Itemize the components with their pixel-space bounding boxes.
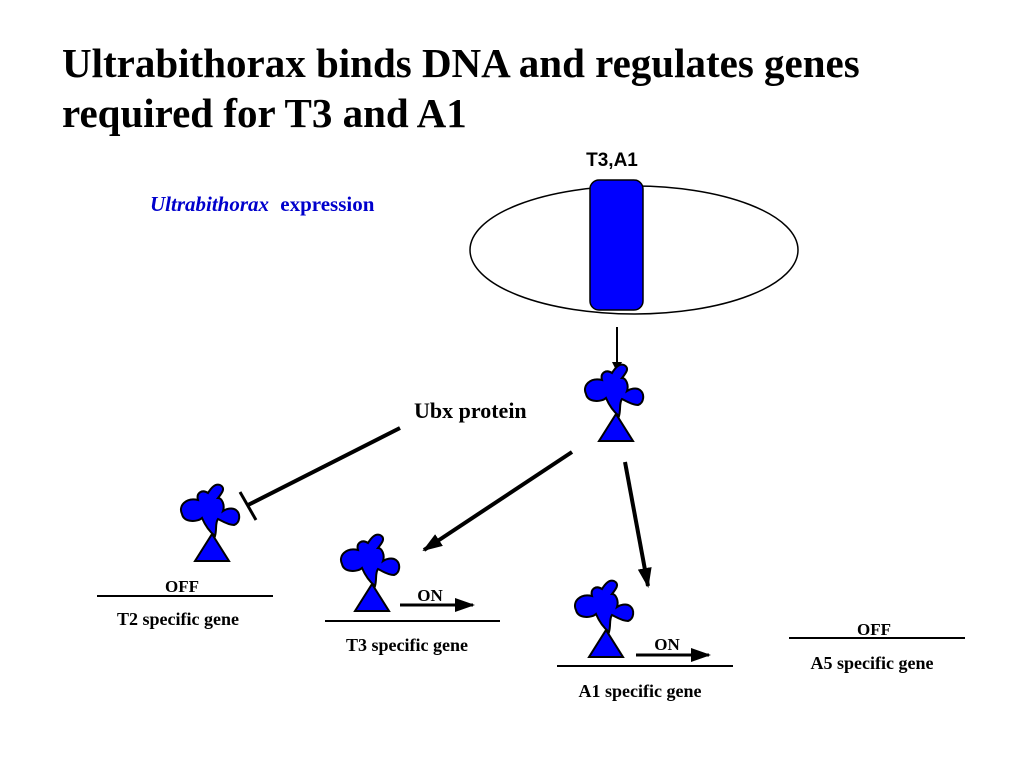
ubx-protein-t3 <box>339 533 401 612</box>
title-line-2: required for T3 and A1 <box>62 90 467 136</box>
gene-t3: ON T3 specific gene <box>325 533 500 655</box>
t2-gene-name: T2 specific gene <box>117 609 239 629</box>
t2-state: OFF <box>165 577 199 596</box>
t3-gene-name: T3 specific gene <box>346 635 468 655</box>
ubx-expression-stripe <box>589 179 644 311</box>
t3-state: ON <box>417 586 443 605</box>
ubx-protein-main <box>583 363 645 442</box>
activation-arrow-a1 <box>623 461 652 588</box>
gene-t2: OFF T2 specific gene <box>97 483 273 629</box>
repression-line <box>247 426 401 507</box>
title-line-1: Ultrabithorax binds DNA and regulates ge… <box>62 40 860 86</box>
a1-gene-name: A1 specific gene <box>579 681 702 701</box>
ubx-protein-t2 <box>179 483 241 562</box>
gene-a1: ON A1 specific gene <box>557 579 733 701</box>
a5-gene-name: A5 specific gene <box>811 653 934 673</box>
a5-state: OFF <box>857 620 891 639</box>
expression-gene-name: Ultrabithorax <box>150 192 269 216</box>
expression-label: Ultrabithorax expression <box>150 192 375 216</box>
activation-arrow-t3 <box>422 450 574 552</box>
slide-title: Ultrabithorax binds DNA and regulates ge… <box>62 38 1002 138</box>
a1-state: ON <box>654 635 680 654</box>
ubx-protein-a1 <box>573 579 635 658</box>
stripe-label: T3,A1 <box>586 150 638 171</box>
ubx-protein-label: Ubx protein <box>414 398 527 423</box>
repression-bar <box>238 491 258 521</box>
expression-word: expression <box>280 192 374 216</box>
gene-a5: OFF A5 specific gene <box>789 620 965 673</box>
